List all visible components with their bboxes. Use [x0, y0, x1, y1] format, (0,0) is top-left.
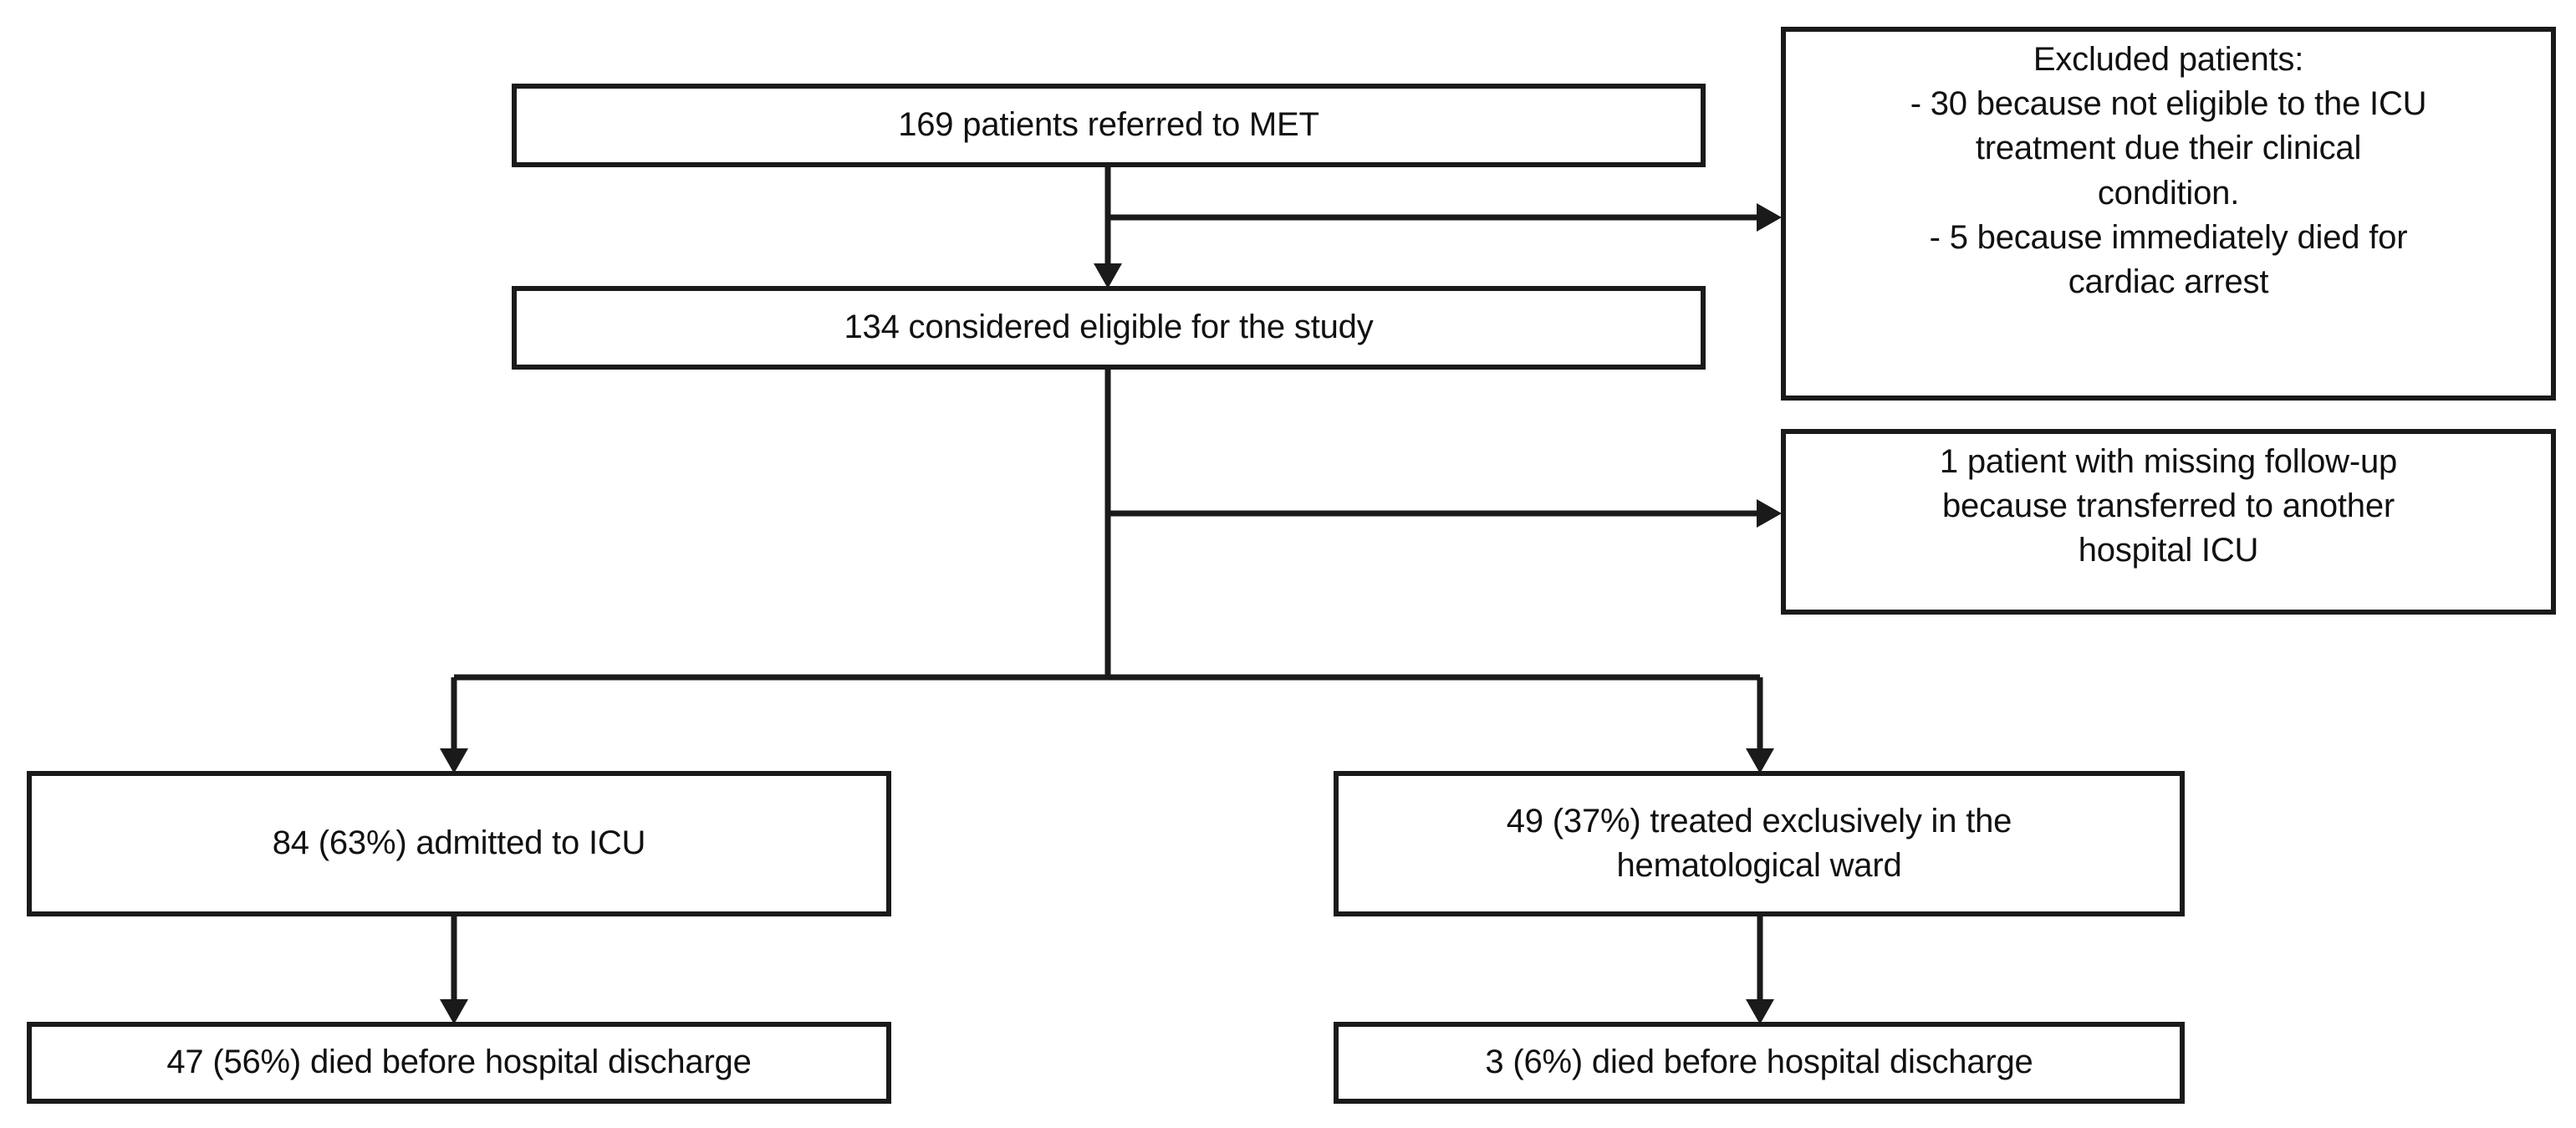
connector-split-to-icu-arrowhead — [440, 748, 468, 773]
excluded-box — [1781, 27, 2556, 401]
icu-died-box — [27, 1022, 891, 1104]
missing-followup-box — [1781, 429, 2556, 615]
connector-ward-to-died-arrowhead — [1746, 999, 1774, 1024]
hematological-ward-box — [1334, 771, 2185, 916]
connector-eligible-to-missing-arrowhead — [1757, 499, 1782, 528]
connector-referred-to-eligible-arrowhead — [1094, 263, 1122, 288]
ward-died-box — [1334, 1022, 2185, 1104]
referred-box — [512, 84, 1706, 167]
connector-split-to-ward-arrowhead — [1746, 748, 1774, 773]
connector-referred-to-excluded-arrowhead — [1757, 203, 1782, 232]
connector-layer — [440, 165, 1782, 1024]
eligible-box — [512, 286, 1706, 370]
connector-icu-to-died-arrowhead — [440, 999, 468, 1024]
icu-admitted-box — [27, 771, 891, 916]
box-layer — [27, 27, 2556, 1104]
